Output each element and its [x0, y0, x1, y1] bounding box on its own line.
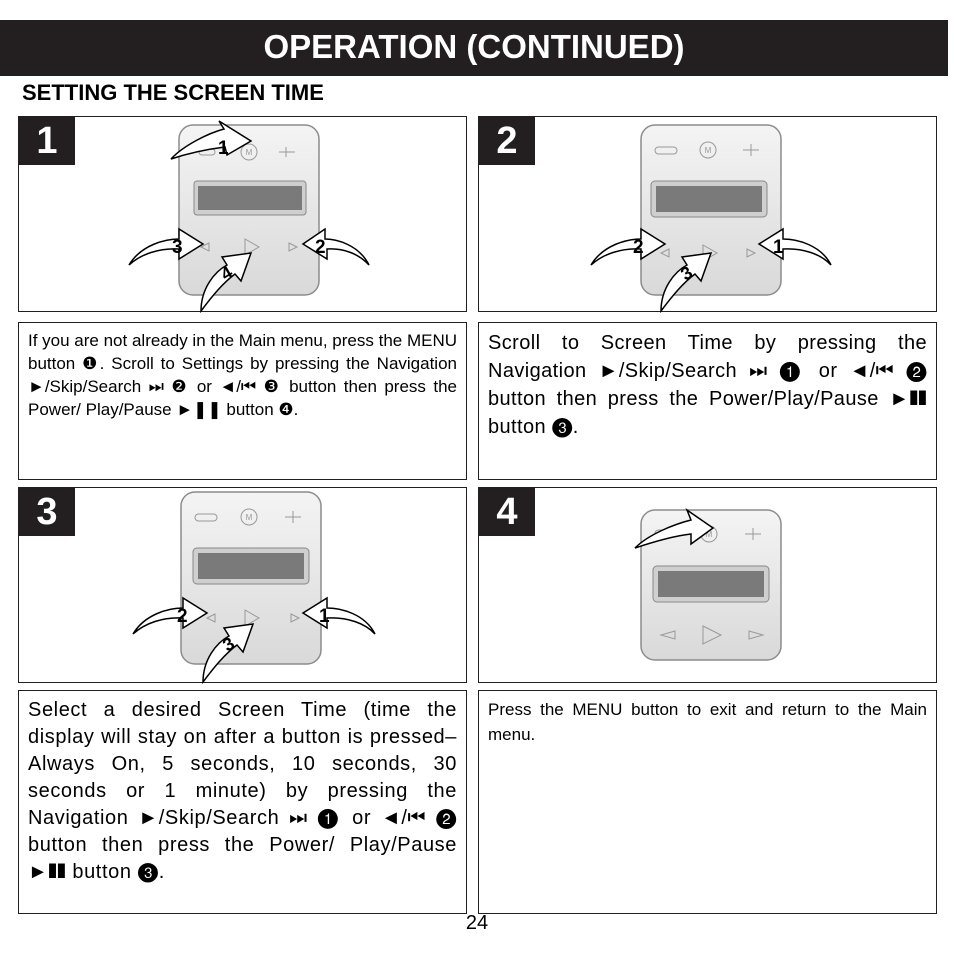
step-3-illustration: 3 M 1 2 3 [18, 487, 467, 684]
arrow-1 [170, 120, 253, 160]
skip-forward-icon [288, 242, 299, 252]
mp3-player: M [640, 124, 782, 296]
step-3-number: 3 [19, 488, 75, 536]
play-icon [244, 238, 261, 256]
callout-2: 2 [633, 237, 644, 258]
arrow-2 [590, 227, 667, 266]
step-3-instructions: Select a desired Screen Time (time the d… [18, 690, 467, 914]
plus-icon [745, 528, 761, 540]
mp3-player: M [180, 491, 322, 665]
plus-icon [279, 147, 295, 157]
step-4-device-diagram: M [634, 507, 782, 661]
page-number: 24 [465, 912, 489, 934]
step-1-device-diagram: M 1 2 3 4 [128, 120, 370, 313]
menu-button-icon [240, 143, 258, 161]
menu-button-icon [699, 141, 717, 159]
step-1-number: 1 [19, 117, 75, 165]
callout-1: 1 [218, 138, 229, 159]
step-2-device-diagram: M 1 2 3 [590, 124, 832, 313]
mp3-player: M [178, 124, 320, 296]
arrow-3 [202, 623, 255, 684]
skip-back-icon [205, 613, 216, 623]
lcd-screen [658, 571, 764, 597]
arrow-2 [301, 227, 370, 266]
arrow-3 [660, 252, 713, 313]
step-1-instructions: If you are not already in the Main menu,… [18, 322, 467, 480]
arrow-2 [132, 596, 209, 635]
minus-icon [654, 146, 678, 155]
step-1-illustration: 1 M 1 2 3 4 [18, 116, 467, 313]
plus-icon [285, 511, 301, 523]
step-2-instructions: Scroll to Screen Time by pressing the Na… [478, 322, 937, 480]
skip-forward-icon [748, 630, 765, 640]
callout-1: 1 [319, 606, 330, 627]
callout-1: 1 [773, 237, 784, 258]
page-header: OPERATION (CONTINUED) [0, 20, 948, 76]
menu-arrow [634, 507, 715, 549]
menu-button-icon [240, 508, 258, 526]
arrow-4 [200, 252, 253, 313]
lcd-screen [198, 186, 302, 210]
arrow-3 [128, 227, 205, 266]
section-title: SETTING THE SCREEN TIME [22, 80, 324, 105]
play-icon [702, 625, 723, 645]
lcd-screen [656, 186, 762, 212]
step-4-instructions: Press the MENU button to exit and return… [478, 690, 937, 914]
skip-back-icon [659, 248, 670, 258]
step-2-illustration: 2 M 1 2 3 [478, 116, 937, 313]
plus-icon [743, 144, 759, 156]
callout-2: 2 [315, 237, 326, 258]
callout-3: 3 [172, 237, 183, 258]
mp3-player: M [640, 509, 782, 661]
step-3-device-diagram: M 1 2 3 [132, 491, 376, 684]
skip-back-icon [199, 242, 210, 252]
skip-forward-icon [746, 248, 757, 258]
menu-label: M [706, 530, 713, 539]
arrow-1 [757, 227, 832, 266]
skip-forward-icon [290, 613, 301, 623]
minus-icon [194, 513, 218, 522]
callout-2: 2 [177, 606, 188, 627]
menu-label: M [246, 513, 253, 522]
skip-back-icon [659, 630, 676, 640]
menu-label: M [246, 148, 253, 157]
menu-label: M [705, 146, 712, 155]
step-2-number: 2 [479, 117, 535, 165]
step-4-number: 4 [479, 488, 535, 536]
play-icon [244, 609, 261, 627]
arrow-1 [301, 596, 376, 635]
step-4-illustration: 4 M [478, 487, 937, 683]
lcd-screen [198, 553, 304, 579]
